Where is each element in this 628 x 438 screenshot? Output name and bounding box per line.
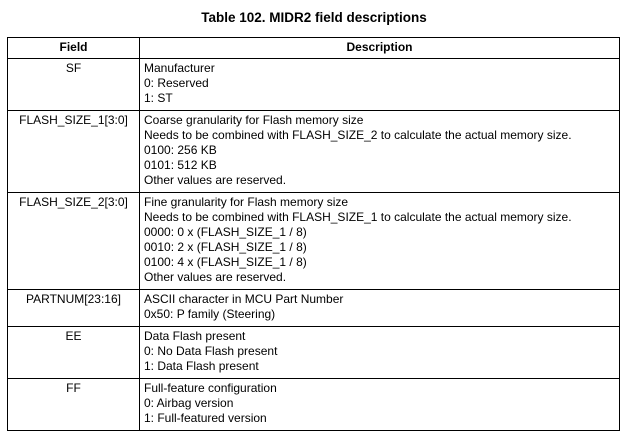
description-line: Manufacturer	[144, 61, 215, 75]
field-description: Manufacturer 0: Reserved 1: ST	[139, 58, 620, 111]
description-line: 0101: 512 KB	[144, 158, 217, 172]
description-line: 0010: 2 x (FLASH_SIZE_1 / 8)	[144, 240, 307, 254]
field-name: FLASH_SIZE_1[3:0]	[7, 110, 140, 193]
table-row: FF Full-feature configuration 0: Airbag …	[7, 378, 620, 431]
table-header-row: Field Description	[7, 37, 620, 59]
description-line: 0000: 0 x (FLASH_SIZE_1 / 8)	[144, 225, 307, 239]
description-line: Other values are reserved.	[144, 173, 287, 187]
table-row: FLASH_SIZE_1[3:0] Coarse granularity for…	[7, 110, 620, 193]
header-field: Field	[7, 37, 140, 59]
description-line: 0100: 4 x (FLASH_SIZE_1 / 8)	[144, 255, 307, 269]
description-line: Full-feature configuration	[144, 381, 277, 395]
field-name: EE	[7, 326, 140, 379]
midr2-field-table: Field Description SF Manufacturer 0: Res…	[7, 37, 620, 431]
table-row: PARTNUM[23:16] ASCII character in MCU Pa…	[7, 289, 620, 327]
description-line: 1: ST	[144, 91, 173, 105]
description-line: Other values are reserved.	[144, 270, 287, 284]
field-name: PARTNUM[23:16]	[7, 289, 140, 327]
field-description: Coarse granularity for Flash memory size…	[139, 110, 620, 193]
description-line: Data Flash present	[144, 329, 246, 343]
description-line: 1: Data Flash present	[144, 359, 259, 373]
field-name: FLASH_SIZE_2[3:0]	[7, 192, 140, 290]
table-row: FLASH_SIZE_2[3:0] Fine granularity for F…	[7, 192, 620, 290]
table-row: SF Manufacturer 0: Reserved 1: ST	[7, 58, 620, 111]
field-name: SF	[7, 58, 140, 111]
description-line: 0: Airbag version	[144, 396, 234, 410]
description-line: Fine granularity for Flash memory size	[144, 195, 349, 209]
field-description: ASCII character in MCU Part Number 0x50:…	[139, 289, 620, 327]
description-line: 0: Reserved	[144, 76, 209, 90]
field-description: Fine granularity for Flash memory size N…	[139, 192, 620, 290]
field-name: FF	[7, 378, 140, 431]
description-line: 0x50: P family (Steering)	[144, 307, 276, 321]
description-line: 0100: 256 KB	[144, 143, 217, 157]
table-row: EE Data Flash present 0: No Data Flash p…	[7, 326, 620, 379]
description-line: ASCII character in MCU Part Number	[144, 292, 344, 306]
table-caption: Table 102. MIDR2 field descriptions	[201, 10, 427, 25]
field-description: Data Flash present 0: No Data Flash pres…	[139, 326, 620, 379]
header-description: Description	[139, 37, 620, 59]
description-line: 1: Full-featured version	[144, 411, 267, 425]
description-line: 0: No Data Flash present	[144, 344, 278, 358]
description-line: Needs to be combined with FLASH_SIZE_1 t…	[144, 210, 572, 224]
field-description: Full-feature configuration 0: Airbag ver…	[139, 378, 620, 431]
description-line: Coarse granularity for Flash memory size	[144, 113, 364, 127]
description-line: Needs to be combined with FLASH_SIZE_2 t…	[144, 128, 572, 142]
